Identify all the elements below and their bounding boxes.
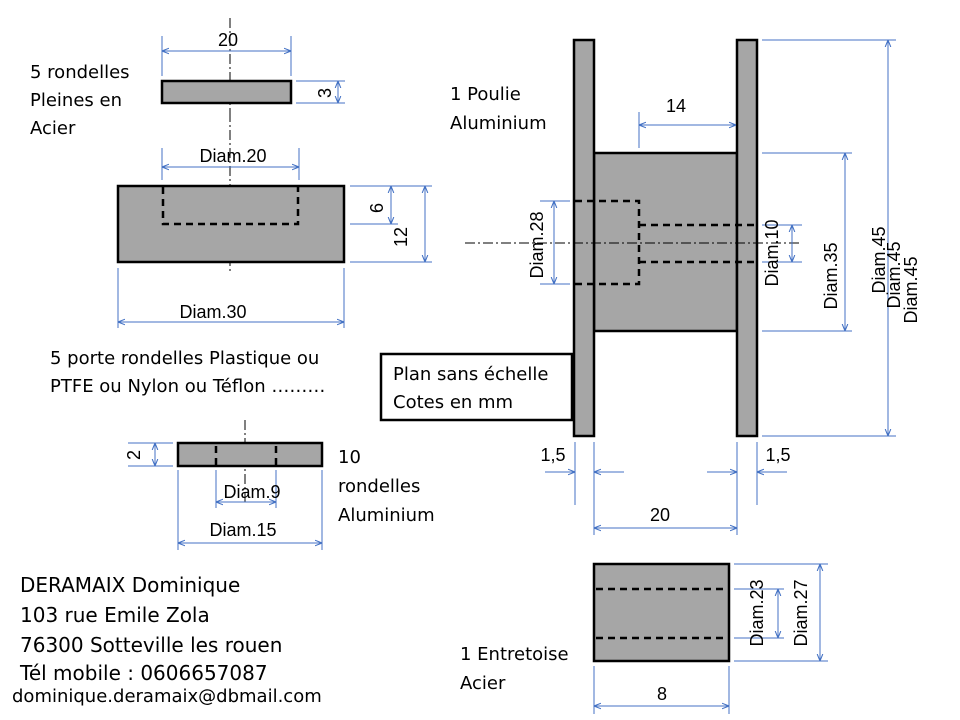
alu-washer-shape: [176, 441, 324, 468]
author-email: dominique.deramaix@dbmail.com: [12, 686, 322, 707]
pulley-bore-diam: Diam.28: [527, 211, 547, 278]
spacer-inner-diam: Diam.23: [747, 579, 767, 646]
holder-label-1: 5 porte rondelles Plastique ou: [50, 348, 319, 369]
steel-washer-label-1: 5 rondelles: [30, 62, 130, 83]
pulley-hub-width: 20: [650, 505, 670, 525]
alu-label-3: Aluminium: [338, 505, 435, 526]
spacer-length: 8: [657, 684, 667, 704]
alu-inner-diam: Diam.9: [223, 482, 280, 502]
pulley-label-2: Aluminium: [450, 113, 547, 134]
washer-holder-shape: [116, 184, 346, 264]
steel-washer-group: 5 rondelles Pleines en Acier 20 3: [30, 18, 345, 139]
holder-height: 12: [391, 227, 411, 247]
pulley-flange-thickness-right: 1,5: [765, 445, 790, 465]
pulley-offset: 14: [666, 96, 686, 116]
scale-note-box: Plan sans échelle Cotes en mm: [379, 352, 574, 422]
steel-washer-thickness: 3: [315, 88, 335, 98]
pulley-right-flange: [735, 38, 759, 438]
spacer-label-1: 1 Entretoise: [460, 644, 569, 665]
author-city: 76300 Sotteville les rouen: [20, 633, 282, 657]
spacer-outer-diam: Diam.27: [791, 579, 811, 646]
pulley-group: 1 Poulie Aluminium 14 Diam.28 Diam.10 Di…: [450, 38, 921, 535]
holder-label-2: PTFE ou Nylon ou Téflon ………: [50, 376, 325, 397]
steel-washer-label-3: Acier: [30, 118, 76, 139]
washer-holder-group: Diam.20 6 12 Diam.30 5 porte rondelles P…: [50, 112, 432, 397]
holder-hidden-hole: [161, 187, 300, 226]
pulley-left-flange: [572, 38, 596, 438]
pulley-hub-diam: Diam.35: [821, 242, 841, 309]
pulley-label-1: 1 Poulie: [450, 84, 521, 105]
spacer-label-2: Acier: [460, 673, 506, 694]
pulley-axle-diam: Diam.10: [762, 219, 782, 286]
alu-label-1: 10: [338, 447, 361, 468]
author-street: 103 rue Emile Zola: [20, 603, 210, 627]
alu-washer-group: 2 Diam.9 Diam.15 10 rondelles Aluminium: [124, 420, 435, 550]
holder-depth: 6: [367, 203, 387, 213]
holder-outer-diam: Diam.30: [179, 302, 246, 322]
steel-washer-width: 20: [218, 30, 238, 50]
alu-thickness: 2: [124, 450, 144, 460]
author-name: DERAMAIX Dominique: [20, 573, 240, 597]
pulley-flange-diam-3: Diam.45: [901, 256, 921, 323]
steel-washer-shape: [160, 79, 293, 105]
author-phone: Tél mobile : 0606657087: [19, 661, 268, 685]
holder-hole-diam: Diam.20: [199, 146, 266, 166]
spacer-shape: [592, 562, 731, 663]
pulley-flange-thickness-left: 1,5: [540, 445, 565, 465]
spacer-group: Diam.23 Diam.27 1 Entretoise Acier 8: [460, 562, 828, 714]
scale-note-frame: [379, 352, 574, 422]
pulley-flange-diam-1: Diam.45: [869, 226, 889, 293]
pulley-flange-diam-2: Diam.45: [884, 241, 904, 308]
steel-washer-label-2: Pleines en: [30, 90, 122, 111]
author-block: DERAMAIX Dominique 103 rue Emile Zola 76…: [12, 573, 322, 707]
alu-outer-diam: Diam.15: [209, 520, 276, 540]
scale-note-line-2: Cotes en mm: [393, 392, 513, 413]
alu-label-2: rondelles: [338, 476, 420, 497]
scale-note-line-1: Plan sans échelle: [393, 364, 548, 385]
pulley-hub-shape: [592, 151, 739, 333]
